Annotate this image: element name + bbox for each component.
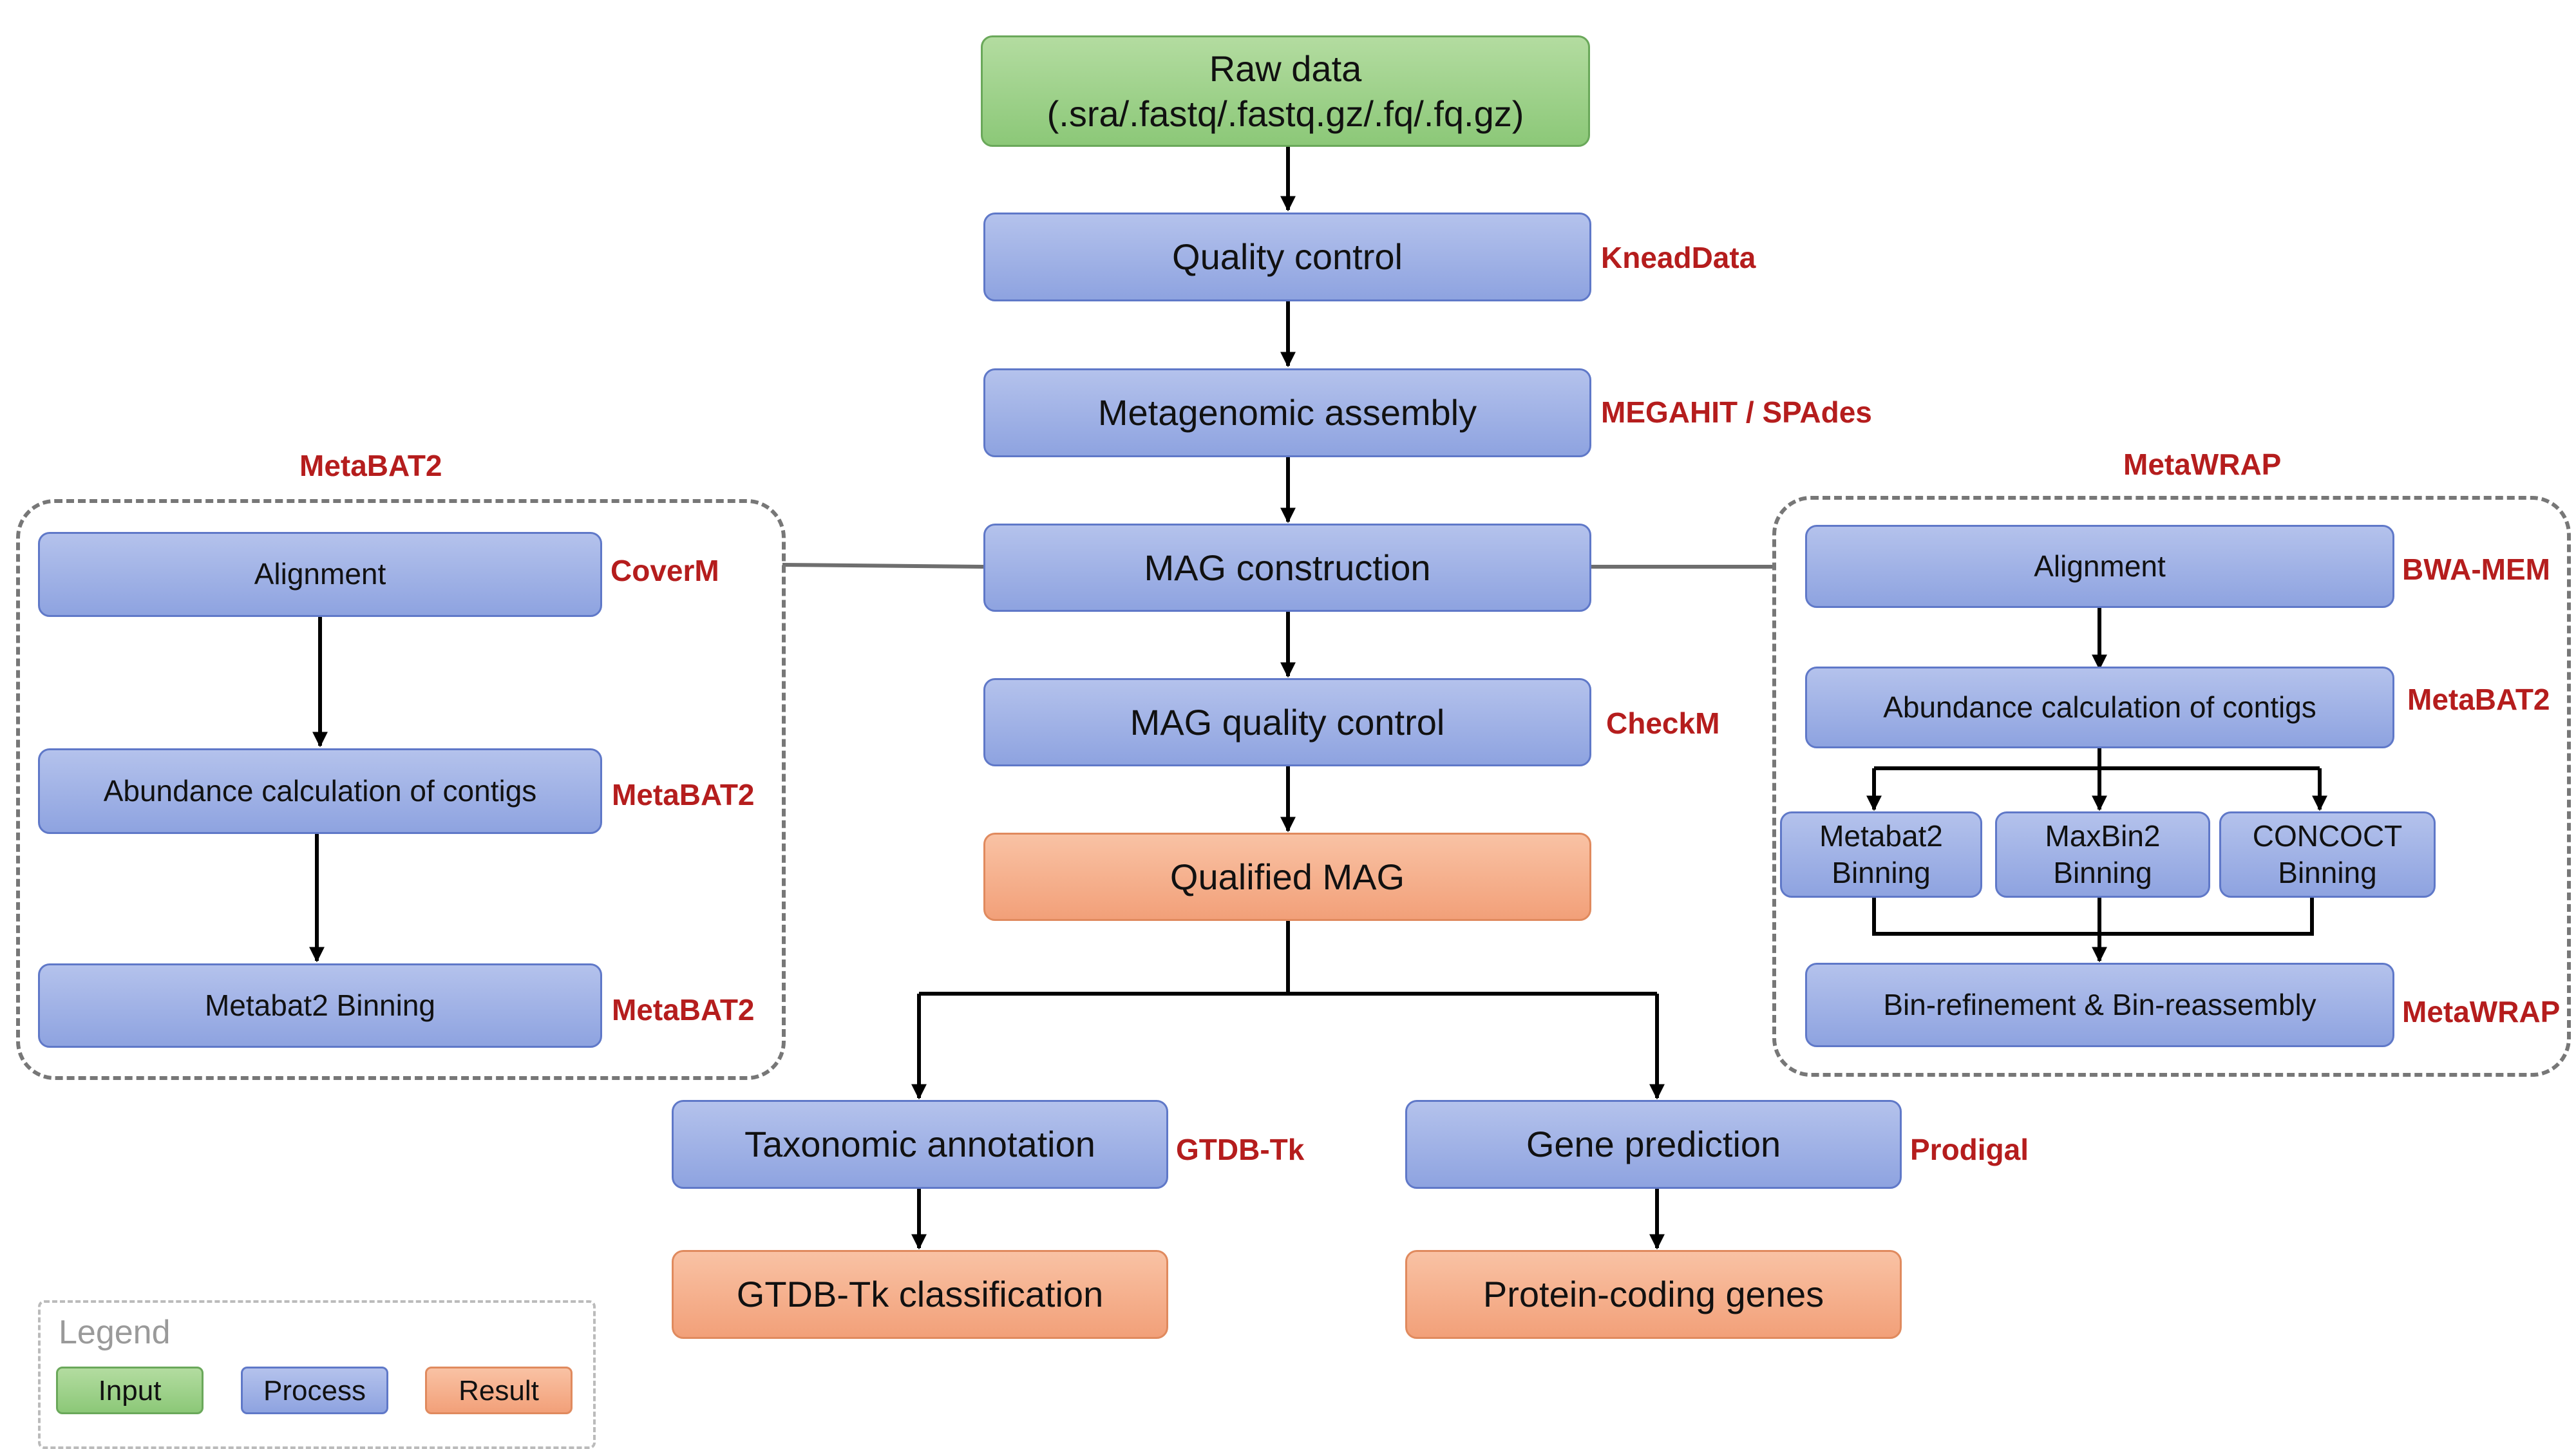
mag-quality-control-node: MAG quality control (983, 678, 1591, 766)
legend-process: Process (241, 1367, 388, 1414)
quality-control-node: Quality control (983, 213, 1591, 301)
metabat2-alignment-tool: CoverM (611, 554, 719, 587)
raw-data-title: Raw data (1209, 48, 1362, 89)
gene-prediction-tool: Prodigal (1910, 1133, 2029, 1166)
metabat2-abundance-node: Abundance calculation of contigs (38, 748, 602, 834)
taxonomic-annotation-tool: GTDB-Tk (1176, 1133, 1305, 1166)
metawrap-group-title: MetaWRAP (2123, 448, 2282, 481)
link-mag-to-metabat2-group (782, 563, 984, 569)
metawrap-alignment-tool: BWA-MEM (2402, 553, 2550, 586)
maxbin2-binning-line1: MaxBin2 (2045, 819, 2161, 853)
legend-title: Legend (59, 1314, 171, 1351)
maxbin2-binning-line2: Binning (2053, 856, 2152, 889)
metabat2-binning-tool: MetaBAT2 (612, 993, 755, 1027)
assembly-node: Metagenomic assembly (983, 368, 1591, 457)
taxonomic-annotation-node: Taxonomic annotation (672, 1100, 1168, 1189)
metabat2-group (16, 499, 786, 1080)
gene-prediction-node: Gene prediction (1405, 1100, 1902, 1189)
assembly-tool: MEGAHIT / SPAdes (1601, 395, 1872, 429)
raw-data-node: Raw data (.sra/.fastq/.fastq.gz/.fq/.fq.… (981, 35, 1590, 147)
gtdb-classification-node: GTDB-Tk classification (672, 1250, 1168, 1339)
metawrap-metabat2-binning-node: Metabat2 Binning (1780, 811, 1982, 898)
protein-coding-genes-node: Protein-coding genes (1405, 1250, 1902, 1339)
metawrap-refinement-node: Bin-refinement & Bin-reassembly (1805, 963, 2394, 1047)
legend (38, 1300, 596, 1449)
legend-result: Result (425, 1367, 573, 1414)
metabat2-binning-node: Metabat2 Binning (38, 963, 602, 1048)
concoct-binning-line1: CONCOCT (2252, 819, 2403, 853)
merge-bins (1872, 898, 2314, 936)
metabat2-binning-line1: Metabat2 (1819, 819, 1943, 853)
metawrap-concoct-binning-node: CONCOCT Binning (2219, 811, 2436, 898)
metawrap-group (1772, 496, 2571, 1077)
metabat2-binning-line2: Binning (1832, 856, 1931, 889)
mag-construction-node: MAG construction (983, 524, 1591, 612)
metawrap-abundance-node: Abundance calculation of contigs (1805, 667, 2394, 748)
metawrap-maxbin2-binning-node: MaxBin2 Binning (1995, 811, 2210, 898)
metawrap-refinement-tool: MetaWRAP (2402, 995, 2561, 1028)
raw-data-formats: (.sra/.fastq/.fastq.gz/.fq/.fq.gz) (1046, 93, 1524, 134)
metabat2-group-title: MetaBAT2 (299, 449, 442, 482)
metabat2-alignment-node: Alignment (38, 532, 602, 617)
mag-quality-control-tool: CheckM (1606, 706, 1720, 740)
metawrap-abundance-tool: MetaBAT2 (2407, 683, 2550, 716)
metawrap-alignment-node: Alignment (1805, 525, 2394, 608)
concoct-binning-line2: Binning (2278, 856, 2377, 889)
legend-input: Input (56, 1367, 204, 1414)
quality-control-tool: KneadData (1601, 241, 1756, 274)
metabat2-abundance-tool: MetaBAT2 (612, 778, 755, 811)
qualified-mag-node: Qualified MAG (983, 833, 1591, 921)
